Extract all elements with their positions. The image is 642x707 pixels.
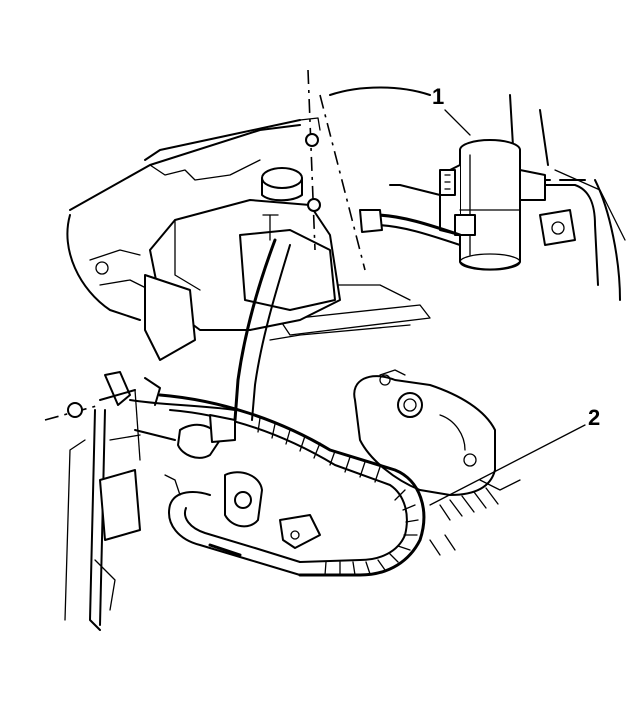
fastener-guide-lines xyxy=(44,69,366,421)
condenser xyxy=(64,371,161,631)
compressor xyxy=(353,369,521,496)
hose-assembly xyxy=(129,238,499,577)
coolant-reservoir xyxy=(144,167,341,361)
accumulator xyxy=(439,139,576,271)
engine-compartment-outline xyxy=(66,86,626,341)
callout-leaders xyxy=(429,109,586,506)
callout-2-leader xyxy=(429,424,586,506)
callout-1-label: 1 xyxy=(432,84,444,109)
accumulator-line xyxy=(359,179,599,286)
callout-2-label: 2 xyxy=(588,405,600,430)
callout-1-leader xyxy=(444,109,471,136)
